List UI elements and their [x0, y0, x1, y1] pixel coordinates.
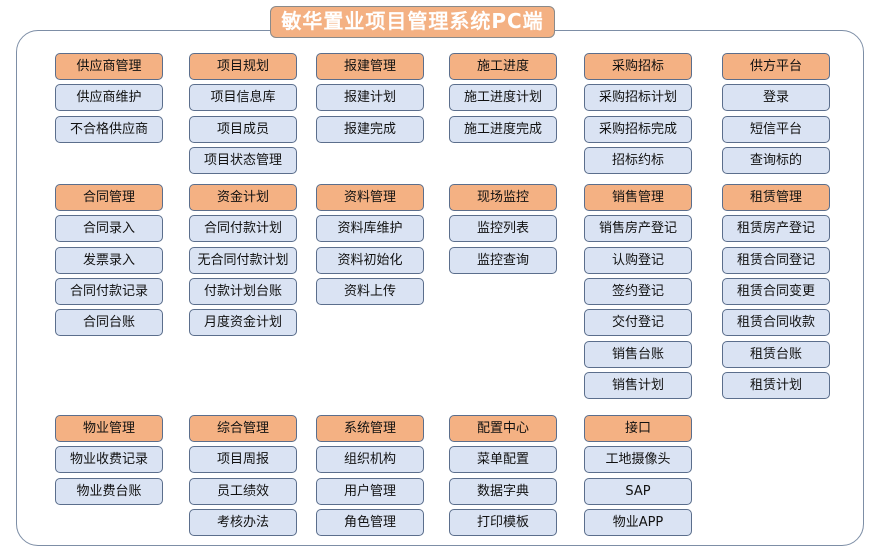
module-item: 合同台账	[55, 309, 163, 336]
module-header: 综合管理	[189, 415, 297, 442]
module-item: 租赁计划	[722, 372, 830, 399]
module-item: 资料库维护	[316, 215, 424, 242]
module-header: 资金计划	[189, 184, 297, 211]
module-header: 现场监控	[449, 184, 557, 211]
module-item: 施工进度计划	[449, 84, 557, 111]
module-item: 月度资金计划	[189, 309, 297, 336]
module-item: 项目状态管理	[189, 147, 297, 174]
module-item: 资料上传	[316, 278, 424, 305]
module-header: 租赁管理	[722, 184, 830, 211]
module-header: 供方平台	[722, 53, 830, 80]
module-item: 角色管理	[316, 509, 424, 536]
module-item: 销售计划	[584, 372, 692, 399]
module-header: 销售管理	[584, 184, 692, 211]
module-item: 付款计划台账	[189, 278, 297, 305]
module-header: 采购招标	[584, 53, 692, 80]
module-item: 物业收费记录	[55, 446, 163, 473]
module-item: 合同付款计划	[189, 215, 297, 242]
module-item: 租赁合同收款	[722, 309, 830, 336]
module-item: 无合同付款计划	[189, 247, 297, 274]
module-item: 监控查询	[449, 247, 557, 274]
module-item: 组织机构	[316, 446, 424, 473]
module-item: 数据字典	[449, 478, 557, 505]
module-item: 采购招标完成	[584, 116, 692, 143]
module-header: 报建管理	[316, 53, 424, 80]
module-item: 合同付款记录	[55, 278, 163, 305]
module-header: 系统管理	[316, 415, 424, 442]
module-item: 菜单配置	[449, 446, 557, 473]
module-item: 签约登记	[584, 278, 692, 305]
module-item: 交付登记	[584, 309, 692, 336]
module-item: 施工进度完成	[449, 116, 557, 143]
module-item: 物业APP	[584, 509, 692, 536]
module-item: 工地摄像头	[584, 446, 692, 473]
module-item: 资料初始化	[316, 247, 424, 274]
module-header: 资料管理	[316, 184, 424, 211]
module-item: 登录	[722, 84, 830, 111]
module-item: 不合格供应商	[55, 116, 163, 143]
module-item: 报建计划	[316, 84, 424, 111]
module-item: 销售台账	[584, 341, 692, 368]
module-header: 物业管理	[55, 415, 163, 442]
module-item: 供应商维护	[55, 84, 163, 111]
module-item: 认购登记	[584, 247, 692, 274]
module-item: 短信平台	[722, 116, 830, 143]
module-header: 接口	[584, 415, 692, 442]
module-item: SAP	[584, 478, 692, 505]
module-item: 打印模板	[449, 509, 557, 536]
module-header: 施工进度	[449, 53, 557, 80]
module-item: 监控列表	[449, 215, 557, 242]
module-header: 配置中心	[449, 415, 557, 442]
module-item: 采购招标计划	[584, 84, 692, 111]
module-item: 租赁合同登记	[722, 247, 830, 274]
module-item: 项目周报	[189, 446, 297, 473]
module-item: 项目信息库	[189, 84, 297, 111]
module-item: 招标约标	[584, 147, 692, 174]
module-item: 考核办法	[189, 509, 297, 536]
module-header: 合同管理	[55, 184, 163, 211]
module-item: 租赁台账	[722, 341, 830, 368]
module-item: 租赁房产登记	[722, 215, 830, 242]
module-item: 项目成员	[189, 116, 297, 143]
module-item: 租赁合同变更	[722, 278, 830, 305]
module-item: 报建完成	[316, 116, 424, 143]
module-item: 用户管理	[316, 478, 424, 505]
module-item: 销售房产登记	[584, 215, 692, 242]
diagram-title: 敏华置业项目管理系统PC端	[270, 6, 555, 38]
module-item: 发票录入	[55, 247, 163, 274]
module-header: 供应商管理	[55, 53, 163, 80]
module-item: 合同录入	[55, 215, 163, 242]
module-header: 项目规划	[189, 53, 297, 80]
module-item: 查询标的	[722, 147, 830, 174]
module-item: 员工绩效	[189, 478, 297, 505]
module-item: 物业费台账	[55, 478, 163, 505]
